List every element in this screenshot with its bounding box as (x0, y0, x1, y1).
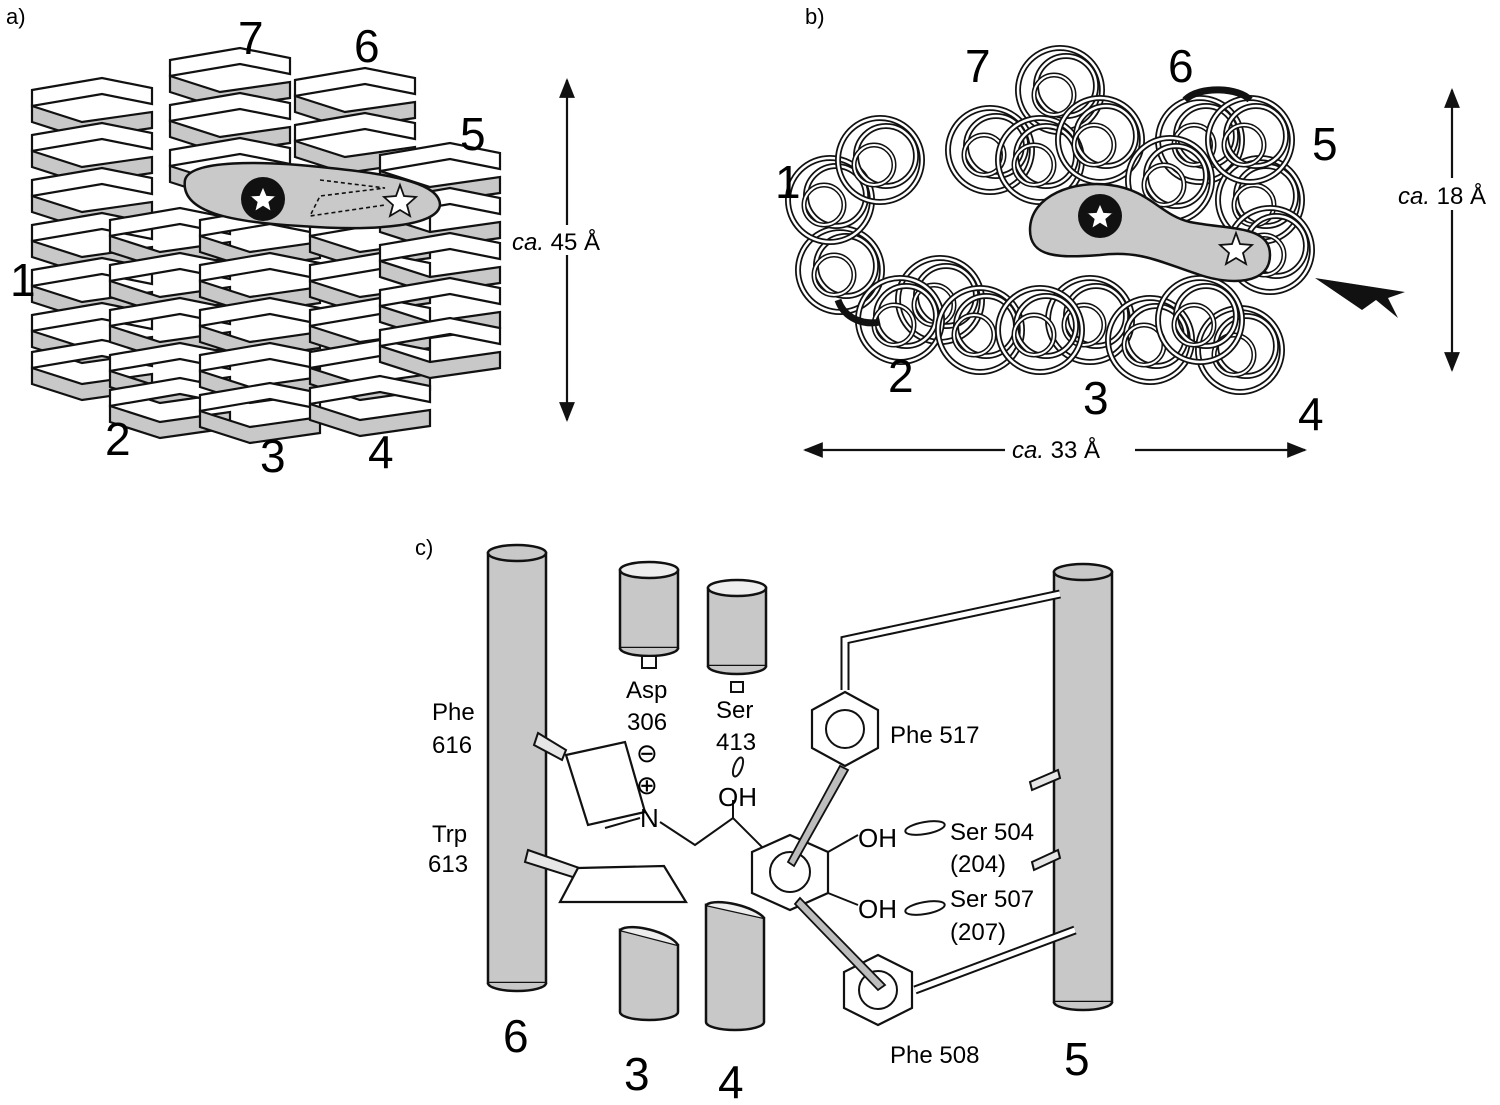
hydroxyl-chain-label: OH (718, 782, 757, 812)
ser504-label-number: (204) (950, 851, 1006, 878)
panel-a-ligand (183, 161, 442, 230)
asp306-label-number: 306 (627, 709, 667, 736)
phe517-sidechain (786, 589, 1061, 868)
panel-a-helix-bundle (30, 46, 502, 445)
panel-b-helix-coils (788, 48, 1312, 392)
phe517-label: Phe 517 (890, 722, 979, 749)
helix-number-2: 2 (105, 413, 131, 465)
helix-number-4: 4 (1298, 388, 1324, 440)
ser413-cylinder (706, 578, 768, 693)
asp306-cylinder (618, 560, 680, 669)
phe616-label-name: Phe (432, 699, 475, 726)
panel-a-helix-numbers: 1 2 3 4 5 6 7 (10, 12, 486, 482)
star-outline-icon (1217, 230, 1255, 266)
ser507-label-number: (207) (950, 919, 1006, 946)
ligand-structure (604, 756, 946, 916)
helix-number-5: 5 (1312, 118, 1338, 170)
panel-c: c) (415, 535, 1114, 1105)
plus-charge-symbol: ⊕ (636, 770, 658, 800)
ser507-label-name: Ser 507 (950, 886, 1034, 913)
star-outline-icon (381, 182, 419, 218)
helix-3-cylinder (618, 925, 680, 1022)
dimension-18-label: ca. 18 Å (1398, 182, 1486, 210)
hydroxyl-ring-1-label: OH (858, 823, 897, 853)
phe508-sidechain (793, 896, 1077, 1027)
trp613-label-number: 613 (428, 851, 468, 878)
phe508-label: Phe 508 (890, 1042, 979, 1069)
helix-5-cylinder (1052, 562, 1114, 1012)
trp613-sidechain (523, 848, 688, 904)
helix-number-1: 1 (10, 254, 36, 306)
trp613-label-name: Trp (432, 821, 467, 848)
helix-number-3: 3 (1083, 372, 1109, 424)
helix-number-7: 7 (965, 40, 991, 92)
helix-number-6: 6 (503, 1010, 529, 1062)
dimension-33-label: ca. 33 Å (1012, 436, 1100, 464)
panel-a-label: a) (6, 4, 26, 29)
helix-number-4: 4 (368, 426, 394, 478)
helix-4-cylinder (704, 900, 766, 1032)
phe616-sidechain (532, 731, 647, 827)
minus-charge-symbol: ⊖ (636, 738, 658, 768)
panel-b-dimensions: ca. 18 Å ca. 33 Å (803, 88, 1497, 465)
helix-number-6: 6 (1168, 40, 1194, 92)
helix-number-6: 6 (354, 20, 380, 72)
helix-number-7: 7 (238, 12, 264, 64)
entry-arrow-icon (1315, 278, 1405, 318)
helix-6-cylinder (486, 543, 548, 993)
ser413-label-number: 413 (716, 729, 756, 756)
amine-n-label: N (640, 803, 659, 833)
panel-b: b) (775, 4, 1497, 465)
panel-a-dimension: ca. 45 Å (505, 78, 610, 422)
ser504-label-name: Ser 504 (950, 819, 1034, 846)
panel-c-label: c) (415, 535, 433, 560)
helix-number-1: 1 (775, 156, 801, 208)
helix-number-4: 4 (718, 1056, 744, 1105)
panel-a: a) (6, 4, 610, 482)
helix-3-ribbon (198, 206, 322, 445)
hydroxyl-ring-2-label: OH (858, 894, 897, 924)
helix-number-5: 5 (460, 108, 486, 160)
helix-number-3: 3 (260, 430, 286, 482)
panel-b-label: b) (805, 4, 825, 29)
ser413-label-name: Ser (716, 697, 753, 724)
helix-number-5: 5 (1064, 1033, 1090, 1085)
panel-b-helix-numbers: 1 2 3 4 5 6 7 (775, 40, 1338, 440)
phe616-label-number: 616 (432, 732, 472, 759)
helix-number-2: 2 (888, 350, 914, 402)
asp306-label-name: Asp (626, 677, 667, 704)
helix-number-3: 3 (624, 1048, 650, 1100)
helix-5-stubs (1028, 768, 1062, 872)
panel-b-ligand (1028, 182, 1272, 283)
dimension-45-label: ca. 45 Å (512, 228, 600, 256)
